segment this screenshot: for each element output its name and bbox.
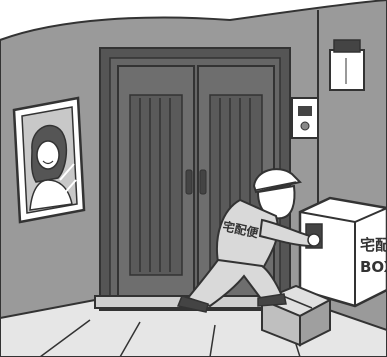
floor-lines	[39, 319, 301, 357]
door-handle-left	[185, 169, 193, 195]
delivery-shoe-left	[176, 295, 209, 313]
window	[12, 96, 86, 224]
woman-smile	[42, 160, 54, 165]
delivery-shoe-right	[257, 293, 287, 307]
box-label-top: 宅配	[360, 236, 387, 254]
left-door-panel	[129, 94, 183, 276]
delivery-box: 宅配 BOX	[298, 196, 387, 308]
window-reflection	[59, 163, 77, 197]
wall-lamp-icon	[329, 39, 365, 91]
door-handle-right	[199, 169, 207, 195]
right-door-grooves	[219, 98, 251, 272]
woman-body	[29, 179, 73, 211]
box-label-bottom: BOX	[360, 258, 387, 276]
delivery-cap	[252, 168, 302, 194]
delivery-hand	[307, 233, 321, 247]
intercom-icon	[291, 97, 319, 139]
delivery-head	[256, 184, 296, 220]
delivery-legs	[186, 258, 284, 308]
woman-face	[36, 140, 60, 170]
delivery-man: 宅配便	[176, 168, 321, 313]
left-door-grooves	[139, 98, 171, 272]
